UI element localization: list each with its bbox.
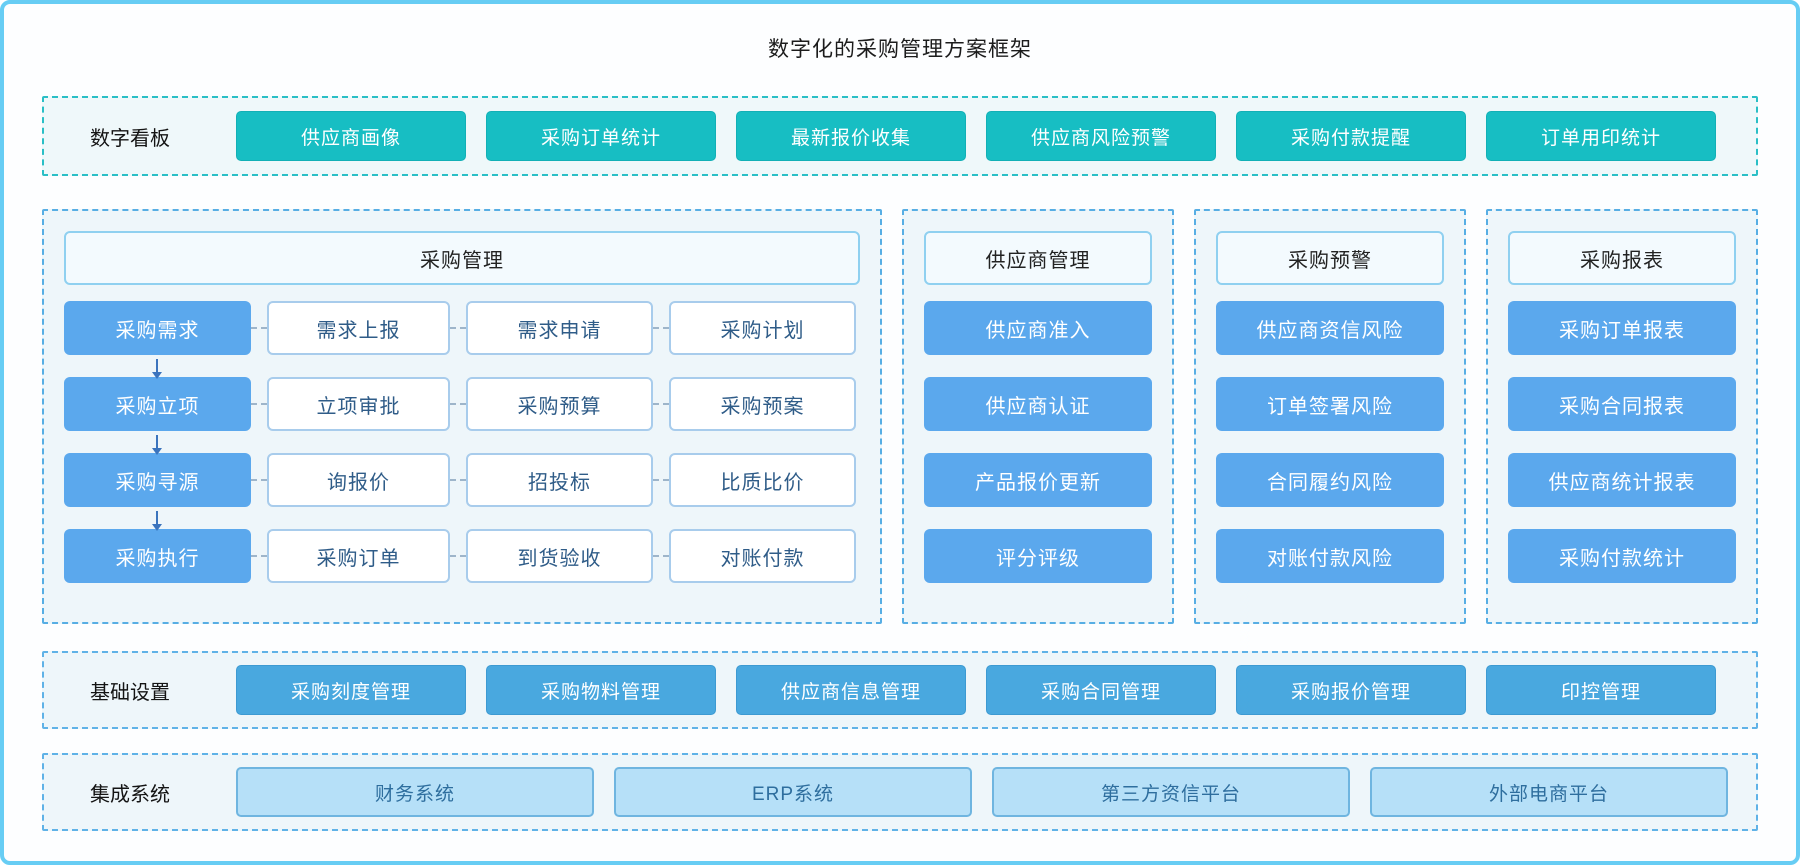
integration-chip-ecommerce-platform: 外部电商平台 — [1370, 767, 1728, 817]
stage-arrow-row — [64, 507, 856, 531]
dashboard-chip-payment-reminder: 采购付款提醒 — [1236, 111, 1466, 161]
stage-box: 采购立项 — [64, 377, 251, 431]
dashed-connector — [251, 555, 267, 557]
basic-chip-contract-management: 采购合同管理 — [986, 665, 1216, 715]
stage-box: 采购执行 — [64, 529, 251, 583]
step-box: 采购计划 — [669, 301, 856, 355]
dashboard-chip-seal-usage-stats: 订单用印统计 — [1486, 111, 1716, 161]
panel-item: 评分评级 — [924, 529, 1152, 583]
panel-item: 采购付款统计 — [1508, 529, 1736, 583]
down-arrow-icon — [152, 435, 162, 455]
dashed-connector — [653, 479, 669, 481]
basic-chip-seal-control: 印控管理 — [1486, 665, 1716, 715]
panel-item: 产品报价更新 — [924, 453, 1152, 507]
dashed-connector — [251, 403, 267, 405]
procurement-flow-grid: 采购需求 需求上报 需求申请 采购计划 采购立项 立项审批 采购预算 采购预案 … — [64, 301, 860, 583]
step-box: 到货验收 — [466, 529, 653, 583]
panel-item: 采购订单报表 — [1508, 301, 1736, 355]
dashed-connector — [251, 327, 267, 329]
integrated-systems-items: 财务系统 ERP系统 第三方资信平台 外部电商平台 — [236, 767, 1728, 817]
panel-item: 供应商统计报表 — [1508, 453, 1736, 507]
supplier-panel-items: 供应商准入 供应商认证 产品报价更新 评分评级 — [924, 301, 1152, 583]
down-arrow-icon — [152, 359, 162, 379]
panel-supplier-management: 供应商管理 供应商准入 供应商认证 产品报价更新 评分评级 — [902, 209, 1174, 624]
integration-chip-erp-system: ERP系统 — [614, 767, 972, 817]
dashed-connector — [450, 403, 466, 405]
dashboard-chip-supplier-profile: 供应商画像 — [236, 111, 466, 161]
step-box: 需求上报 — [267, 301, 450, 355]
section-digital-dashboard: 数字看板 供应商画像 采购订单统计 最新报价收集 供应商风险预警 采购付款提醒 … — [42, 96, 1758, 176]
basic-chip-supplier-info: 供应商信息管理 — [736, 665, 966, 715]
basic-settings-label: 基础设置 — [90, 681, 170, 704]
step-box: 对账付款 — [669, 529, 856, 583]
step-box: 立项审批 — [267, 377, 450, 431]
section-basic-settings: 基础设置 采购刻度管理 采购物料管理 供应商信息管理 采购合同管理 采购报价管理… — [42, 651, 1758, 729]
dashboard-chip-order-stats: 采购订单统计 — [486, 111, 716, 161]
step-box: 采购预案 — [669, 377, 856, 431]
supplier-panel-header: 供应商管理 — [924, 231, 1152, 285]
dashboard-chip-latest-quotes: 最新报价收集 — [736, 111, 966, 161]
down-arrow-icon — [152, 511, 162, 531]
warning-panel-header: 采购预警 — [1216, 231, 1444, 285]
integration-chip-credit-platform: 第三方资信平台 — [992, 767, 1350, 817]
integration-chip-finance-system: 财务系统 — [236, 767, 594, 817]
basic-chip-material-management: 采购物料管理 — [486, 665, 716, 715]
step-box: 询报价 — [267, 453, 450, 507]
stage-box: 采购需求 — [64, 301, 251, 355]
basic-settings-items: 采购刻度管理 采购物料管理 供应商信息管理 采购合同管理 采购报价管理 印控管理 — [236, 665, 1716, 715]
dashboard-chip-supplier-risk-alert: 供应商风险预警 — [986, 111, 1216, 161]
step-box: 采购订单 — [267, 529, 450, 583]
step-box: 招投标 — [466, 453, 653, 507]
reports-panel-items: 采购订单报表 采购合同报表 供应商统计报表 采购付款统计 — [1508, 301, 1736, 583]
step-box: 采购预算 — [466, 377, 653, 431]
panel-procurement-management: 采购管理 采购需求 需求上报 需求申请 采购计划 采购立项 立项审批 采购预算 … — [42, 209, 882, 624]
panel-item: 对账付款风险 — [1216, 529, 1444, 583]
stage-arrow-row — [64, 355, 856, 379]
panel-item: 供应商准入 — [924, 301, 1152, 355]
digital-dashboard-label: 数字看板 — [90, 127, 170, 150]
panel-item: 采购合同报表 — [1508, 377, 1736, 431]
basic-chip-quote-management: 采购报价管理 — [1236, 665, 1466, 715]
dashed-connector — [251, 479, 267, 481]
reports-panel-header: 采购报表 — [1508, 231, 1736, 285]
dashed-connector — [653, 403, 669, 405]
panel-procurement-warning: 采购预警 供应商资信风险 订单签署风险 合同履约风险 对账付款风险 — [1194, 209, 1466, 624]
step-box: 需求申请 — [466, 301, 653, 355]
panel-item: 供应商认证 — [924, 377, 1152, 431]
dashed-connector — [450, 327, 466, 329]
stage-box: 采购寻源 — [64, 453, 251, 507]
dashed-connector — [653, 555, 669, 557]
panel-item: 订单签署风险 — [1216, 377, 1444, 431]
dashed-connector — [450, 479, 466, 481]
digital-dashboard-items: 供应商画像 采购订单统计 最新报价收集 供应商风险预警 采购付款提醒 订单用印统… — [236, 111, 1716, 161]
panel-item: 合同履约风险 — [1216, 453, 1444, 507]
panel-item: 供应商资信风险 — [1216, 301, 1444, 355]
integrated-systems-label: 集成系统 — [90, 783, 170, 806]
diagram-title: 数字化的采购管理方案框架 — [768, 38, 1032, 61]
dashed-connector — [653, 327, 669, 329]
procurement-panel-header: 采购管理 — [64, 231, 860, 285]
dashed-connector — [450, 555, 466, 557]
warning-panel-items: 供应商资信风险 订单签署风险 合同履约风险 对账付款风险 — [1216, 301, 1444, 583]
stage-arrow-row — [64, 431, 856, 455]
middle-panels: 采购管理 采购需求 需求上报 需求申请 采购计划 采购立项 立项审批 采购预算 … — [42, 209, 1758, 624]
step-box: 比质比价 — [669, 453, 856, 507]
panel-procurement-reports: 采购报表 采购订单报表 采购合同报表 供应商统计报表 采购付款统计 — [1486, 209, 1758, 624]
basic-chip-scale-management: 采购刻度管理 — [236, 665, 466, 715]
section-integrated-systems: 集成系统 财务系统 ERP系统 第三方资信平台 外部电商平台 — [42, 753, 1758, 831]
